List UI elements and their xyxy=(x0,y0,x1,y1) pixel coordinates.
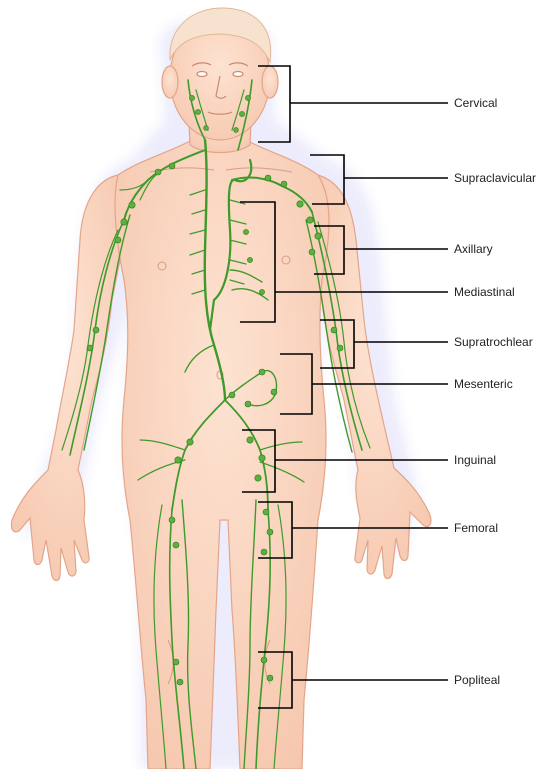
label-supraclavicular: Supraclavicular xyxy=(454,171,536,185)
ear-right xyxy=(162,66,178,98)
node-supratrochlear xyxy=(93,327,99,333)
node-femoral xyxy=(169,517,175,523)
label-supratrochlear: Supratrochlear xyxy=(454,335,533,349)
node-femoral xyxy=(263,509,269,515)
node-supratrochlear xyxy=(331,327,337,333)
node-supraclavicular xyxy=(281,181,287,187)
node-cervical xyxy=(239,111,244,116)
label-inguinal: Inguinal xyxy=(454,453,496,467)
node-femoral xyxy=(267,529,273,535)
node-mediastinal xyxy=(259,289,264,294)
node-axillary xyxy=(129,202,135,208)
node-supraclavicular xyxy=(155,169,161,175)
node-femoral xyxy=(261,549,267,555)
node-supraclavicular xyxy=(169,163,175,169)
node-inguinal xyxy=(187,439,193,445)
node-mesenteric xyxy=(271,389,277,395)
node-inguinal xyxy=(259,455,265,461)
label-mesenteric: Mesenteric xyxy=(454,377,513,391)
node-popliteal xyxy=(177,679,183,685)
node-supratrochlear xyxy=(87,345,93,351)
node-mediastinal xyxy=(247,257,252,262)
node-mesenteric xyxy=(259,369,265,375)
node-cervical xyxy=(204,126,209,131)
node-supratrochlear xyxy=(337,345,343,351)
node-femoral xyxy=(173,542,179,548)
label-popliteal: Popliteal xyxy=(454,673,500,687)
node-cervical xyxy=(245,95,250,100)
node-mediastinal xyxy=(243,229,248,234)
node-mesenteric xyxy=(229,392,235,398)
node-axillary xyxy=(309,249,315,255)
eye-right xyxy=(197,72,207,77)
node-axillary xyxy=(297,201,303,207)
node-inguinal xyxy=(255,475,261,481)
node-axillary xyxy=(121,219,127,225)
node-cervical xyxy=(189,95,194,100)
eye-left xyxy=(233,72,243,77)
node-mesenteric xyxy=(245,401,251,407)
node-axillary xyxy=(115,237,121,243)
ear-left xyxy=(262,66,278,98)
label-mediastinal: Mediastinal xyxy=(454,285,515,299)
node-popliteal xyxy=(267,675,273,681)
labels: Cervical Supraclavicular Axillary Medias… xyxy=(454,96,536,687)
node-cervical xyxy=(195,109,200,114)
label-cervical: Cervical xyxy=(454,96,497,110)
node-popliteal xyxy=(261,657,267,663)
node-popliteal xyxy=(173,659,179,665)
label-axillary: Axillary xyxy=(454,242,493,256)
node-axillary xyxy=(307,217,313,223)
node-cervical xyxy=(234,128,239,133)
node-supraclavicular xyxy=(265,175,271,181)
label-femoral: Femoral xyxy=(454,521,498,535)
node-axillary xyxy=(315,233,321,239)
node-inguinal xyxy=(247,437,253,443)
node-inguinal xyxy=(175,457,181,463)
